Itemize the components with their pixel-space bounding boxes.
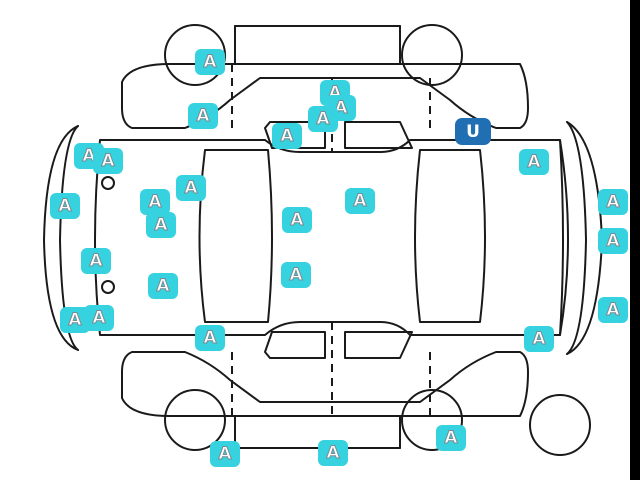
side-bottom-window-rear: [344, 331, 413, 359]
damage-marker-u[interactable]: U: [455, 118, 491, 145]
damage-marker-a[interactable]: A: [195, 325, 225, 351]
damage-marker-a[interactable]: A: [146, 212, 176, 238]
damage-marker-a[interactable]: A: [188, 103, 218, 129]
damage-marker-a[interactable]: A: [93, 148, 123, 174]
damage-marker-a[interactable]: A: [140, 189, 170, 215]
damage-marker-a[interactable]: A: [598, 297, 628, 323]
right-edge-bar: [630, 0, 640, 480]
damage-marker-a[interactable]: A: [195, 49, 225, 75]
side-top-panel: [121, 63, 529, 129]
damage-marker-a[interactable]: A: [436, 425, 466, 451]
side-top-window-rear: [344, 121, 413, 149]
side-bottom-panel: [121, 351, 529, 417]
damage-marker-a[interactable]: A: [84, 305, 114, 331]
damage-marker-a[interactable]: A: [272, 123, 302, 149]
front-bumper: [43, 125, 79, 351]
side-top-window-front: [264, 121, 326, 149]
damage-marker-a[interactable]: A: [50, 193, 80, 219]
damage-marker-a[interactable]: A: [176, 175, 206, 201]
windshield: [198, 149, 273, 323]
damage-marker-a[interactable]: A: [281, 262, 311, 288]
damage-marker-a[interactable]: A: [345, 188, 375, 214]
damage-marker-a[interactable]: A: [598, 228, 628, 254]
damage-marker-a[interactable]: A: [519, 149, 549, 175]
headlight-bottom: [101, 280, 115, 294]
rear-bumper: [566, 121, 603, 355]
spare-wheel: [529, 394, 591, 456]
wheel-top-front: [164, 24, 226, 86]
side-bottom-window-front: [264, 331, 326, 359]
damage-marker-a[interactable]: A: [524, 326, 554, 352]
wheel-bottom-front: [164, 389, 226, 451]
rear-window: [414, 149, 486, 323]
damage-marker-a[interactable]: A: [282, 207, 312, 233]
wheel-top-rear: [401, 24, 463, 86]
damage-marker-a[interactable]: A: [81, 248, 111, 274]
damage-marker-a[interactable]: A: [210, 441, 240, 467]
damage-marker-a[interactable]: A: [598, 189, 628, 215]
damage-marker-a[interactable]: A: [148, 273, 178, 299]
headlight-top: [101, 176, 115, 190]
wheel-bottom-rear: [401, 389, 463, 451]
damage-marker-a[interactable]: A: [318, 440, 348, 466]
damage-marker-a[interactable]: A: [308, 106, 338, 132]
